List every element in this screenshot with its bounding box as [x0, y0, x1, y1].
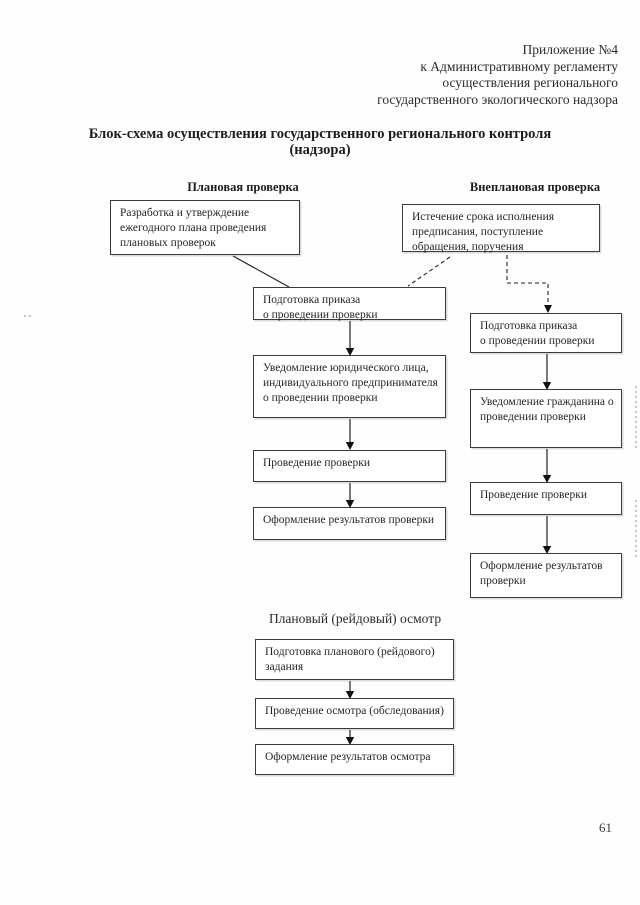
arrowhead-icon	[544, 305, 552, 313]
appendix-line: государственного экологического надзора	[377, 91, 618, 107]
box-raid-task-preparation: Подготовка планового (рейдового) задания	[255, 639, 454, 680]
box-order-preparation-planned: Подготовка приказа о проведении проверки	[253, 287, 446, 321]
arrowhead-icon	[345, 442, 355, 450]
appendix-line: Приложение №4	[522, 42, 618, 57]
connector-trigger-to-order-left	[407, 256, 451, 287]
column-header-unplanned: Внеплановая проверка	[469, 180, 601, 194]
appendix-line: осуществления регионального	[442, 75, 618, 90]
box-notify-citizen: Уведомление гражданина о проведении пров…	[470, 389, 622, 448]
box-deadline-trigger: Истечение срока исполнения предписания, …	[402, 204, 600, 253]
column-header-planned: Плановая проверка	[187, 180, 299, 194]
page-title-line2: (надзора)	[289, 142, 351, 158]
page-title: Блок-схема осуществления государственног…	[40, 126, 600, 158]
connector-plan-to-order	[232, 255, 290, 288]
box-conduct-inspection-planned: Проведение проверки	[253, 450, 446, 482]
connector-trigger-to-order-right	[506, 255, 549, 305]
appendix-line: к Административному регламенту	[420, 58, 618, 74]
section-header-raid: Плановый (рейдовый) осмотр	[268, 611, 442, 626]
page-title-line1: Блок-схема осуществления государственног…	[88, 126, 552, 142]
box-notify-legal-entity: Уведомление юридического лица, индивидуа…	[253, 355, 446, 418]
appendix-reference-block: Приложение №4 к Административному реглам…	[288, 42, 618, 108]
box-conduct-inspection-unplanned: Проведение проверки	[470, 482, 622, 515]
box-order-preparation-unplanned: Подготовка приказа о проведении проверки	[470, 313, 622, 353]
box-examination-results: Оформление результатов осмотра	[255, 744, 454, 775]
box-inspection-results-planned: Оформление результатов проверки	[253, 507, 446, 540]
box-annual-plan: Разработка и утверждение ежегодного план…	[110, 200, 300, 255]
box-conduct-examination: Проведение осмотра (обследования)	[255, 698, 454, 729]
page-number: 61	[599, 820, 612, 835]
box-inspection-results-unplanned: Оформление результатов проверки	[470, 553, 622, 598]
